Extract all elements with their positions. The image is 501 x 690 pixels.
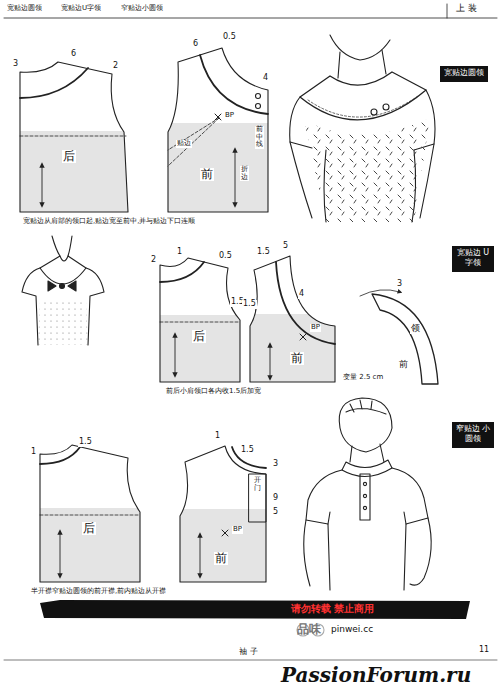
tab-text: 窄贴边 小圆领: [455, 424, 491, 443]
pattern-label: 9: [272, 494, 279, 503]
pattern-label: 2: [112, 62, 119, 71]
pattern-label: 前后小肩领口各内收1.5后加宽: [165, 388, 262, 396]
section-tab: 窄贴边 小圆领: [452, 422, 494, 448]
pattern-label: 4: [298, 290, 305, 299]
pattern-label: 3: [12, 60, 19, 69]
pattern-label: 贴边: [176, 140, 192, 148]
pattern-label: 宽贴边U字领: [60, 5, 102, 13]
tab-text: 宽贴边 U字领: [455, 248, 491, 267]
pattern-label: BP: [224, 112, 235, 120]
pattern-label: 窄贴边小圆领: [120, 5, 164, 13]
pattern-label: 半开襟窄贴边圆领的前开襟,前内贴边从开襟: [30, 588, 167, 596]
pattern-label: 6: [192, 40, 199, 49]
pattern-label: 1.5: [240, 446, 255, 455]
pattern-label: 1: [214, 432, 221, 441]
pattern-label: 1: [176, 248, 183, 257]
pattern-label: 后: [192, 330, 206, 343]
section-tab: 宽贴边 U字领: [452, 246, 494, 272]
pattern-label: 前: [290, 352, 304, 365]
pattern-label: pinwei.cc: [330, 625, 374, 635]
pattern-label: 1.5: [78, 438, 93, 447]
pattern-label: BP: [232, 526, 243, 534]
pattern-label: 4: [262, 74, 269, 83]
pattern-label: 3: [272, 460, 279, 469]
pattern-label: 11: [478, 646, 490, 655]
tab-text: 宽贴边圆领: [443, 68, 485, 78]
pattern-label: 5: [282, 242, 289, 251]
pattern-label: 品味: [296, 623, 322, 636]
pattern-label: 0.5: [218, 252, 233, 261]
pattern-label: 1: [30, 448, 37, 457]
notice-text: 请勿转载 禁止商用: [290, 603, 375, 614]
pattern-label: 后: [82, 522, 96, 535]
pattern-label: 变量 2.5 cm: [342, 374, 384, 382]
pattern-label: 前: [398, 360, 409, 370]
pattern-label: 0.5: [222, 33, 237, 42]
pattern-label: 领: [410, 324, 421, 334]
pattern-label: 3: [396, 280, 403, 289]
pattern-label: 袖 子: [238, 648, 259, 657]
watermark: PassionForum.ru: [280, 664, 472, 686]
vertical-label: 折边: [240, 166, 249, 181]
pattern-label: 前: [200, 168, 214, 181]
pattern-label: 2: [150, 256, 157, 265]
pattern-label: 前: [214, 552, 228, 565]
pattern-label: 1.5: [256, 248, 271, 257]
pattern-label: 宽贴边圆领: [6, 5, 43, 13]
vertical-label: 前中线: [255, 126, 264, 149]
pattern-label: 宽贴边从肩部的领口起,贴边宽至前中,并与贴边下口连顺: [22, 218, 196, 226]
pattern-label: 1.5: [242, 300, 257, 309]
section-tab: 宽贴边圆领: [440, 66, 488, 82]
pattern-label: 6: [70, 50, 77, 59]
pattern-label: BP: [310, 324, 321, 332]
pattern-label: 5: [272, 508, 279, 517]
pattern-label: 上 装: [455, 4, 478, 14]
pattern-label: 后: [62, 150, 76, 163]
vertical-label: 开门: [253, 477, 262, 492]
